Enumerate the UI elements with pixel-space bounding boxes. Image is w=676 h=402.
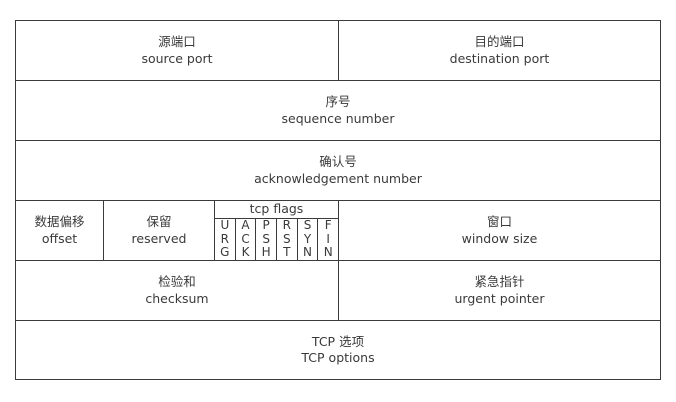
flag-rst-letter-3: T xyxy=(283,245,291,260)
flag-psh-letter-1: P xyxy=(262,218,270,233)
flag-syn-letter-3: N xyxy=(303,245,313,260)
cell-tcp-options-cn: TCP 选项 xyxy=(311,333,365,349)
cell-checksum-en: checksum xyxy=(145,290,209,306)
flag-rst-letter-2: S xyxy=(283,231,291,246)
cell-urgent-pointer: 紧急指针 urgent pointer xyxy=(339,261,660,320)
cell-sequence-number-cn: 序号 xyxy=(325,94,351,110)
cell-tcp-options: TCP 选项 TCP options xyxy=(16,321,660,379)
cell-tcp-options-en: TCP options xyxy=(301,350,375,365)
flag-syn-letter-1: S xyxy=(303,218,312,233)
flag-urg-letter-1: U xyxy=(220,218,230,233)
cell-window-size-cn: 窗口 xyxy=(486,214,512,230)
flag-psh-letter-3: H xyxy=(261,245,271,260)
flag-syn-letter-2: Y xyxy=(303,231,312,246)
cell-acknowledgement-number-en: acknowledgement number xyxy=(254,170,422,186)
acknowledgement-row: 确认号 acknowledgement number xyxy=(16,141,660,201)
cell-sequence-number-en: sequence number xyxy=(281,110,395,126)
flag-fin-letter-2: I xyxy=(326,231,330,246)
flag-cell-urg: U R G xyxy=(215,218,236,260)
cell-checksum-cn: 检验和 xyxy=(158,274,196,290)
flag-rst-letter-1: R xyxy=(282,218,292,233)
cell-urgent-pointer-cn: 紧急指针 xyxy=(474,274,525,290)
checksum-urgent-row: 检验和 checksum 紧急指针 urgent pointer xyxy=(16,261,660,321)
cell-destination-port-cn: 目的端口 xyxy=(474,34,525,50)
cell-source-port: 源端口 source port xyxy=(16,21,339,80)
flag-ack-letter-2: C xyxy=(241,231,250,246)
cell-reserved: 保留 reserved xyxy=(104,201,214,260)
cell-destination-port: 目的端口 destination port xyxy=(339,21,660,80)
cell-urgent-pointer-en: urgent pointer xyxy=(454,290,545,306)
cell-acknowledgement-number: 确认号 acknowledgement number xyxy=(16,141,660,200)
flag-ack-letter-1: A xyxy=(241,218,250,233)
cell-sequence-number: 序号 sequence number xyxy=(16,81,660,140)
tcp-header-diagram: 源端口 source port 目的端口 destination port 序号… xyxy=(15,20,661,380)
cell-data-offset: 数据偏移 offset xyxy=(16,201,104,260)
cell-data-offset-cn: 数据偏移 xyxy=(34,214,85,230)
tcp-flags-group: tcp flags U R G A C K P S H R xyxy=(214,201,339,260)
flag-cell-ack: A C K xyxy=(236,218,257,260)
cell-checksum: 检验和 checksum xyxy=(16,261,339,320)
cell-window-size: 窗口 window size xyxy=(339,201,660,260)
cell-reserved-cn: 保留 xyxy=(146,214,172,230)
flag-fin-letter-1: F xyxy=(324,218,332,233)
tcp-flags-cells: U R G A C K P S H R S T xyxy=(214,218,338,260)
flag-psh-letter-2: S xyxy=(262,231,270,246)
cell-window-size-en: window size xyxy=(461,230,538,246)
options-row: TCP 选项 TCP options xyxy=(16,321,660,379)
cell-source-port-cn: 源端口 xyxy=(158,34,196,50)
flag-urg-letter-3: G xyxy=(220,245,230,260)
cell-acknowledgement-number-cn: 确认号 xyxy=(319,154,357,170)
flag-cell-rst: R S T xyxy=(277,218,298,260)
cell-data-offset-en: offset xyxy=(41,230,78,246)
flag-cell-syn: S Y N xyxy=(298,218,319,260)
offset-flags-window-row: 数据偏移 offset 保留 reserved tcp flags U R G … xyxy=(16,201,660,261)
cell-source-port-en: source port xyxy=(141,50,213,66)
ports-row: 源端口 source port 目的端口 destination port xyxy=(16,21,660,81)
cell-reserved-en: reserved xyxy=(131,230,187,246)
flag-cell-psh: P S H xyxy=(256,218,278,260)
flag-cell-fin: F I N xyxy=(318,218,338,260)
tcp-flags-title: tcp flags xyxy=(214,201,338,219)
cell-destination-port-en: destination port xyxy=(449,50,550,66)
flag-ack-letter-3: K xyxy=(241,245,250,260)
sequence-row: 序号 sequence number xyxy=(16,81,660,141)
flag-urg-letter-2: R xyxy=(220,231,229,246)
flag-fin-letter-3: N xyxy=(323,245,333,260)
